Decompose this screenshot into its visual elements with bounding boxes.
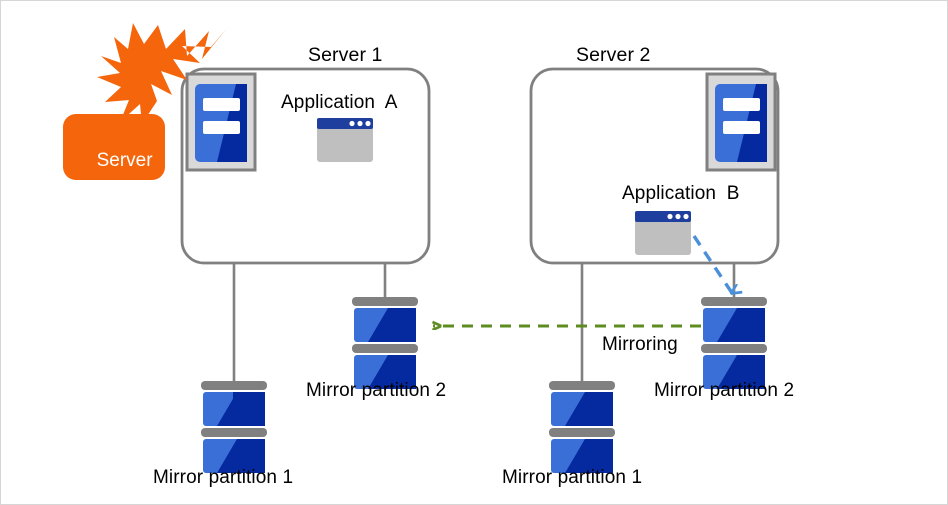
- disk-left-1-label: Mirror partition 1: [153, 467, 294, 488]
- disk-right-2-label: Mirror partition 2: [654, 380, 795, 401]
- server-down-badge[interactable]: [63, 114, 165, 180]
- disk-left-2-label: Mirror partition 2: [306, 380, 447, 401]
- application-a-label: Application A: [281, 92, 398, 113]
- server-rack-icon: [705, 72, 777, 172]
- disk-stack-icon: [352, 297, 418, 389]
- server1-disk-connectors: [232, 263, 387, 383]
- app-to-disk-arrow: [692, 235, 732, 293]
- application-b-label: Application B: [622, 183, 740, 204]
- badge-line-1: Server: [96, 150, 153, 171]
- app-window-icon: [317, 118, 373, 162]
- explosion-burst-icon: [97, 23, 227, 124]
- server-1-title: Server 1: [308, 44, 383, 66]
- server-rack-icon: [185, 72, 257, 172]
- disk-stack-icon: [549, 381, 615, 473]
- disk-stack-icon: [201, 381, 267, 473]
- disk-stack-icon: [701, 297, 767, 389]
- badge-line-2: down: [101, 196, 148, 217]
- disk-right-1-label: Mirror partition 1: [502, 467, 643, 488]
- mirroring-label: Mirroring: [602, 334, 678, 355]
- server-2-title: Server 2: [576, 44, 651, 66]
- app-window-icon: [635, 211, 691, 255]
- server-down-badge-label: Server down: [63, 126, 165, 241]
